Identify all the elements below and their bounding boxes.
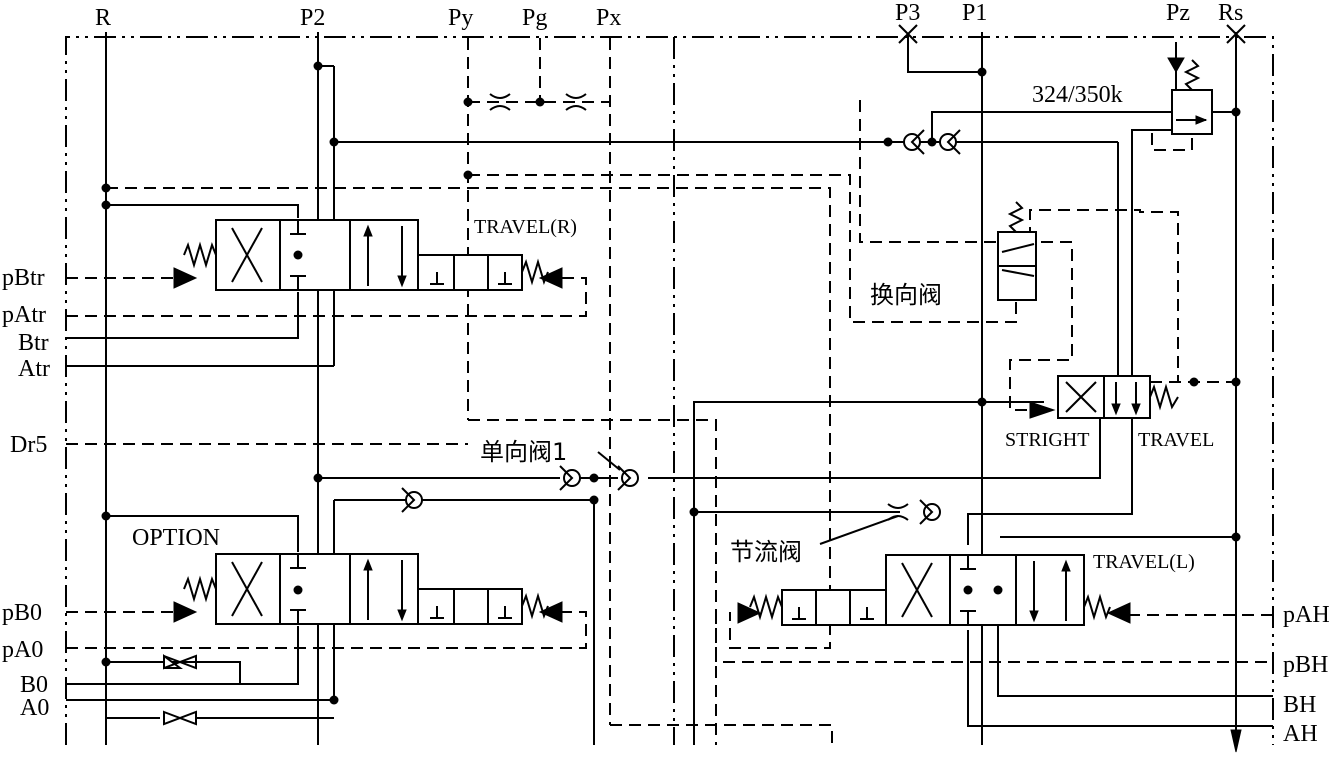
shuttle-valve-label: 换向阀 <box>870 281 942 309</box>
pilot-lines <box>66 38 1273 745</box>
port-r-label: R <box>95 5 111 31</box>
port-dr5-label: Dr5 <box>10 432 47 458</box>
orifice-py-pg <box>489 93 511 111</box>
pilot-pa0 <box>66 611 587 649</box>
port-rs-label: Rs <box>1218 0 1243 26</box>
option-label: OPTION <box>132 525 220 551</box>
valve-body-outline <box>65 36 1274 745</box>
component-labels: 324/350k TRAVEL(R) OPTION TRAVEL(L) STRI… <box>132 82 1214 573</box>
port-btr-label: Btr <box>18 330 49 356</box>
travel-l-label: TRAVEL(L) <box>1093 551 1195 573</box>
junction-dots <box>101 61 1241 705</box>
port-pa0-label: pA0 <box>2 637 43 663</box>
port-a0-label: A0 <box>20 695 49 721</box>
travel-l-spool-valve <box>737 554 1131 626</box>
orifices <box>489 93 909 545</box>
relief-setting-label: 324/350k <box>1032 82 1123 108</box>
check-valves <box>401 129 961 525</box>
option-spool-valve <box>173 553 563 625</box>
line-ah <box>967 630 1273 727</box>
port-pbtr-label: pBtr <box>2 265 45 291</box>
port-p3-label: P3 <box>895 0 920 26</box>
pilot-patr <box>66 277 587 317</box>
line-btr <box>66 292 299 339</box>
port-py-label: Py <box>448 5 473 31</box>
stright-label: STRIGHT <box>1005 429 1089 451</box>
main-relief-valve <box>1167 57 1213 135</box>
tank-arrow <box>1230 729 1242 753</box>
port-atr-label: Atr <box>18 356 50 382</box>
port-pg-label: Pg <box>522 5 547 31</box>
port-b0-label: B0 <box>20 672 48 698</box>
port-pb0-label: pB0 <box>2 600 42 626</box>
travel-label: TRAVEL <box>1138 429 1214 451</box>
main-galleries <box>105 24 1246 753</box>
port-px-label: Px <box>596 5 621 31</box>
stop-valve-a0 <box>163 710 197 726</box>
port-patr-label: pAtr <box>2 302 46 328</box>
throttle-valve-label: 节流阀 <box>730 538 802 566</box>
throttle-leader <box>819 515 899 545</box>
port-pah-label: pAH <box>1283 602 1330 628</box>
travel-r-spool-valve <box>173 219 563 291</box>
straight-travel-selector-valve <box>1029 375 1179 419</box>
top-port-labels: R P2 Py Pg Px P3 P1 Pz Rs <box>95 0 1243 31</box>
line-b0 <box>66 626 299 685</box>
check-valve-1-label: 单向阀1 <box>480 438 567 466</box>
port-p2-label: P2 <box>300 5 325 31</box>
port-pbh-label: pBH <box>1283 652 1328 678</box>
port-p1-label: P1 <box>962 0 987 26</box>
port-pz-label: Pz <box>1166 0 1190 26</box>
travel-r-label: TRAVEL(R) <box>474 216 577 238</box>
stop-valve-b0 <box>163 654 197 670</box>
right-port-labels: pAH pBH BH AH <box>1283 602 1330 747</box>
port-ah-label: AH <box>1283 721 1318 747</box>
port-bh-label: BH <box>1283 692 1316 718</box>
orifice-pg-px <box>565 93 587 111</box>
shuttle-valve <box>997 201 1037 301</box>
stop-valves <box>163 654 334 726</box>
pilot-pbh <box>715 612 1273 663</box>
left-port-labels: pBtr pAtr Btr Atr Dr5 pB0 pA0 B0 A0 <box>2 265 50 721</box>
